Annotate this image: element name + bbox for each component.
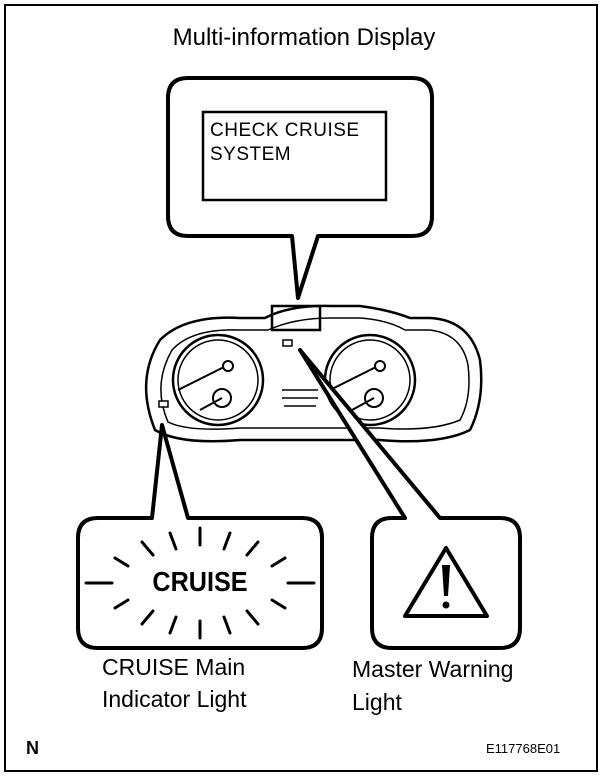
diagram-frame — [4, 4, 598, 772]
warning-label-line2: Light — [352, 689, 402, 715]
cruise-label-line1: CRUISE Main — [102, 654, 246, 680]
figure-code: E117768E01 — [486, 741, 561, 756]
warning-triangle-icon — [403, 546, 489, 618]
cruise-indicator-marker — [158, 400, 169, 408]
display-message-line2: SYSTEM — [210, 144, 292, 165]
cruise-indicator-text: CRUISE — [152, 566, 248, 597]
warning-label-line1: Master Warning — [352, 656, 514, 682]
corner-letter: N — [26, 738, 39, 758]
diagram-title: Multi-information Display — [172, 24, 436, 51]
cruise-flash-rays — [84, 526, 316, 640]
display-screen — [201, 110, 388, 202]
display-message-line1: CHECK CRUISE — [210, 120, 360, 141]
warning-callout-bubble — [298, 348, 522, 650]
right-gauge-needles — [329, 360, 386, 411]
master-warning-marker — [282, 339, 293, 347]
left-gauge-needles — [177, 360, 234, 411]
cruise-label-line2: Indicator Light — [102, 686, 247, 712]
